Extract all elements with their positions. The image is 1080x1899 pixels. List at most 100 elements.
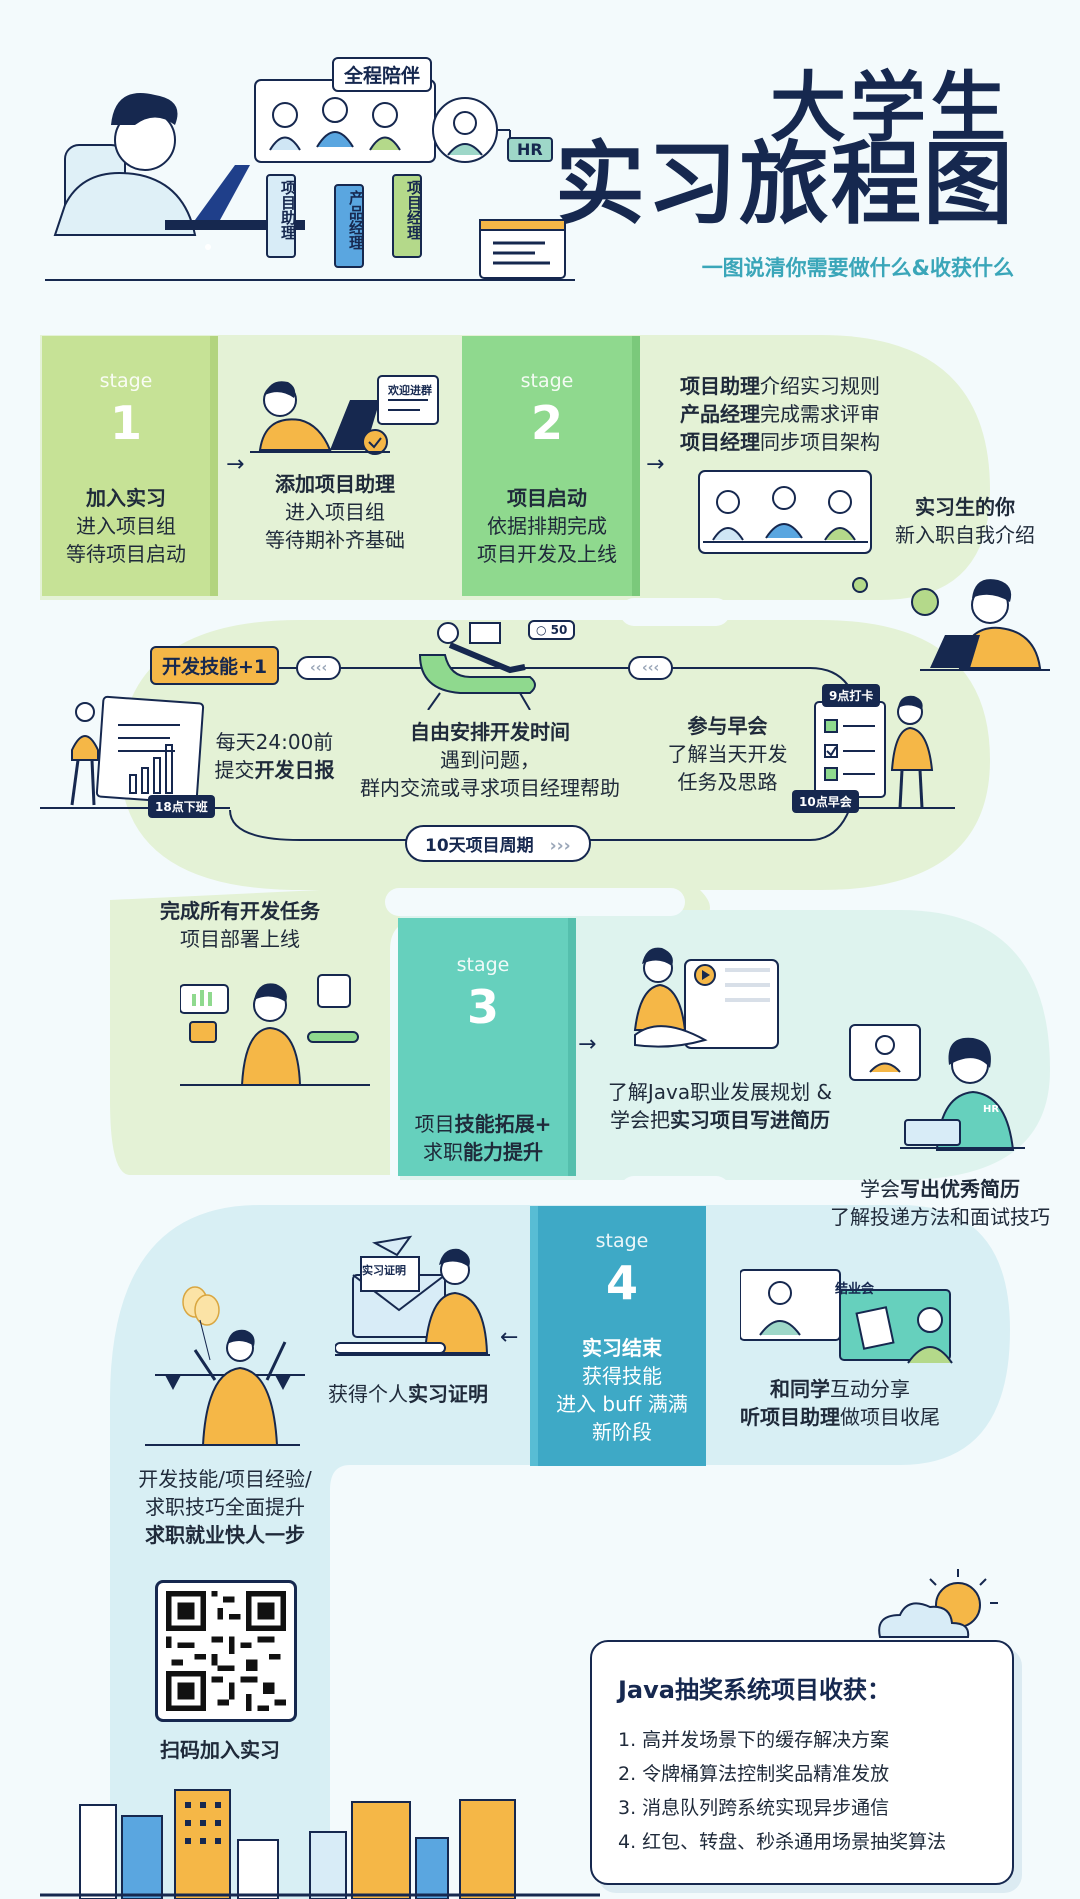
balloon-celebration-illustration	[155, 1286, 305, 1445]
page-subtitle: 一图说清你需要做什么&收获什么	[701, 256, 1014, 280]
add-assistant-line: 进入项目组	[285, 500, 385, 524]
closing-text: 和同学互动分享 听项目助理做项目收尾	[720, 1375, 960, 1431]
standup-line: 了解当天开发	[667, 742, 788, 766]
hr-label: HR	[507, 137, 553, 162]
arrow-left-icon: ←	[500, 1325, 519, 1350]
final-line: 开发技能/项目经验/	[138, 1467, 312, 1491]
project-gains-title: Java抽奖系统项目收获：	[618, 1676, 891, 1704]
intern-intro-line: 新入职自我介绍	[895, 523, 1035, 547]
stage-4-line: 新阶段	[592, 1420, 652, 1444]
daily-report-illustration	[70, 695, 205, 806]
period-pill-label: 10天项目周期	[425, 836, 534, 856]
list-item: 3. 消息队列跨系统实现异步通信	[618, 1797, 890, 1819]
final-line: 求职技巧全面提升	[145, 1495, 305, 1519]
final-text: 开发技能/项目经验/ 求职技巧全面提升 求职就业快人一步	[125, 1465, 325, 1549]
stage-label: stage	[456, 954, 510, 976]
hr-shirt-label: HR	[983, 1104, 1000, 1115]
deploy-text: 完成所有开发任务 项目部署上线	[140, 897, 340, 953]
project-gains-list: 1. 高并发场景下的缓存解决方案 2. 令牌桶算法控制奖品精准发放 3. 消息队…	[618, 1723, 986, 1859]
certificate-illustration	[335, 1235, 489, 1354]
add-assistant-title: 添加项目助理	[275, 472, 395, 496]
certificate-text: 获得个人实习证明	[328, 1382, 488, 1406]
stage-1-line: 等待项目启动	[66, 542, 186, 566]
intern-laptop-illustration	[852, 577, 1050, 671]
sun-cloud-icon	[878, 1569, 998, 1638]
closing-meeting-badge: 结业会	[835, 1282, 875, 1297]
free-time-line: 群内交流或寻求项目经理帮助	[360, 776, 620, 800]
stage-number: 3	[466, 980, 499, 1034]
stage-4-edge	[530, 1206, 538, 1466]
stage-1-edge	[210, 336, 218, 596]
list-item: 1. 高并发场景下的缓存解决方案	[618, 1729, 890, 1751]
arrow-right-icon: →	[646, 452, 665, 477]
chat-count: 50	[550, 623, 568, 637]
add-assistant-illustration	[250, 375, 439, 455]
role-product-manager: 产品经理	[347, 190, 365, 250]
stage-1-title: 加入实习	[86, 486, 166, 510]
stage-3-card: stage 3 项目技能拓展+ 求职能力提升	[398, 918, 568, 1176]
kickoff-line: 项目经理同步项目架构	[680, 430, 880, 454]
closing-line: 听项目助理做项目收尾	[740, 1405, 940, 1429]
header-illustration	[45, 79, 575, 281]
kickoff-roles: 项目助理介绍实习规则 产品经理完成需求评审 项目经理同步项目架构	[680, 372, 880, 456]
free-time-text: 自由安排开发时间 遇到问题， 群内交流或寻求项目经理帮助	[345, 718, 635, 802]
qr-code[interactable]	[155, 1580, 297, 1722]
final-line-bold: 求职就业快人一步	[145, 1523, 305, 1547]
page-title-line2: 实习旅程图	[555, 132, 1015, 237]
accompany-label: 全程陪伴	[332, 57, 433, 92]
stage-4-line: 获得技能	[582, 1364, 662, 1388]
period-pill: 10天项目周期 ›››	[405, 825, 591, 862]
stage-4-card: stage 4 实习结束 获得技能 进入 buff 满满 新阶段	[538, 1206, 706, 1466]
page-title-line1: 大学生	[770, 63, 1010, 152]
daily-report-line: 每天24:00前	[215, 730, 334, 754]
career-video-illustration	[633, 947, 779, 1049]
off-work-tag: 18点下班	[148, 795, 215, 818]
career-line: 学会把实习项目写进简历	[610, 1108, 830, 1132]
stage-3-edge	[568, 918, 576, 1176]
deploy-illustration	[180, 974, 359, 1085]
stage-label: stage	[99, 370, 153, 392]
closing-line: 和同学互动分享	[770, 1377, 910, 1401]
stage-2-line: 项目开发及上线	[477, 542, 617, 566]
career-line: 了解Java职业发展规划 &	[607, 1080, 833, 1104]
qr-code-pattern	[166, 1591, 286, 1711]
stage-1-card: stage 1 加入实习 进入项目组 等待项目启动	[42, 336, 210, 596]
closing-meeting-illustration	[740, 1269, 953, 1364]
intern-intro: 实习生的你 新入职自我介绍	[880, 493, 1050, 549]
stage-label: stage	[520, 370, 574, 392]
stage-2-title: 项目启动	[507, 486, 587, 510]
stage-number: 2	[530, 396, 563, 450]
intern-intro-title: 实习生的你	[915, 495, 1015, 519]
resume-text: 学会写出优秀简历 了解投递方法和面试技巧	[820, 1175, 1060, 1231]
resume-line: 了解投递方法和面试技巧	[830, 1205, 1050, 1229]
career-text: 了解Java职业发展规划 & 学会把实习项目写进简历	[595, 1078, 845, 1134]
stage-3-line: 项目技能拓展+	[414, 1112, 552, 1136]
resume-line: 学会写出优秀简历	[860, 1177, 1020, 1201]
forward-arrows-icon: ›››	[549, 836, 571, 856]
search-icon: ○	[536, 623, 547, 637]
chat-count-bubble: ○ 50	[528, 620, 576, 640]
welcome-group-badge: 欢迎进群	[388, 384, 432, 397]
relax-chair-illustration	[418, 622, 536, 710]
stage-2-line: 依据排期完成	[487, 514, 607, 538]
stage-3-line: 求职能力提升	[423, 1140, 543, 1164]
standup-line: 任务及思路	[677, 770, 778, 794]
kickoff-line: 项目助理介绍实习规则	[680, 374, 880, 398]
hr-resume-illustration	[849, 1024, 1025, 1151]
add-assistant-text: 添加项目助理 进入项目组 等待期补齐基础	[240, 470, 430, 554]
qr-caption: 扫码加入实习	[160, 1738, 280, 1762]
daily-report-line: 提交开发日报	[214, 758, 335, 782]
deploy-title: 完成所有开发任务	[160, 899, 320, 923]
stage-2-edge	[632, 336, 640, 596]
stage-4-line: 进入 buff 满满	[556, 1392, 688, 1416]
stage-number: 1	[109, 396, 142, 450]
add-assistant-line: 等待期补齐基础	[265, 528, 405, 552]
role-project-manager: 项目经理	[405, 180, 423, 240]
free-time-title: 自由安排开发时间	[410, 720, 570, 744]
kickoff-line: 产品经理完成需求评审	[680, 402, 880, 426]
daily-report-text: 每天24:00前 提交开发日报	[207, 728, 342, 784]
skill-plus-badge: 开发技能+1	[150, 646, 280, 685]
role-project-assistant: 项目助理	[279, 180, 297, 240]
stage-number: 4	[605, 1256, 638, 1310]
deploy-line: 项目部署上线	[180, 927, 300, 951]
